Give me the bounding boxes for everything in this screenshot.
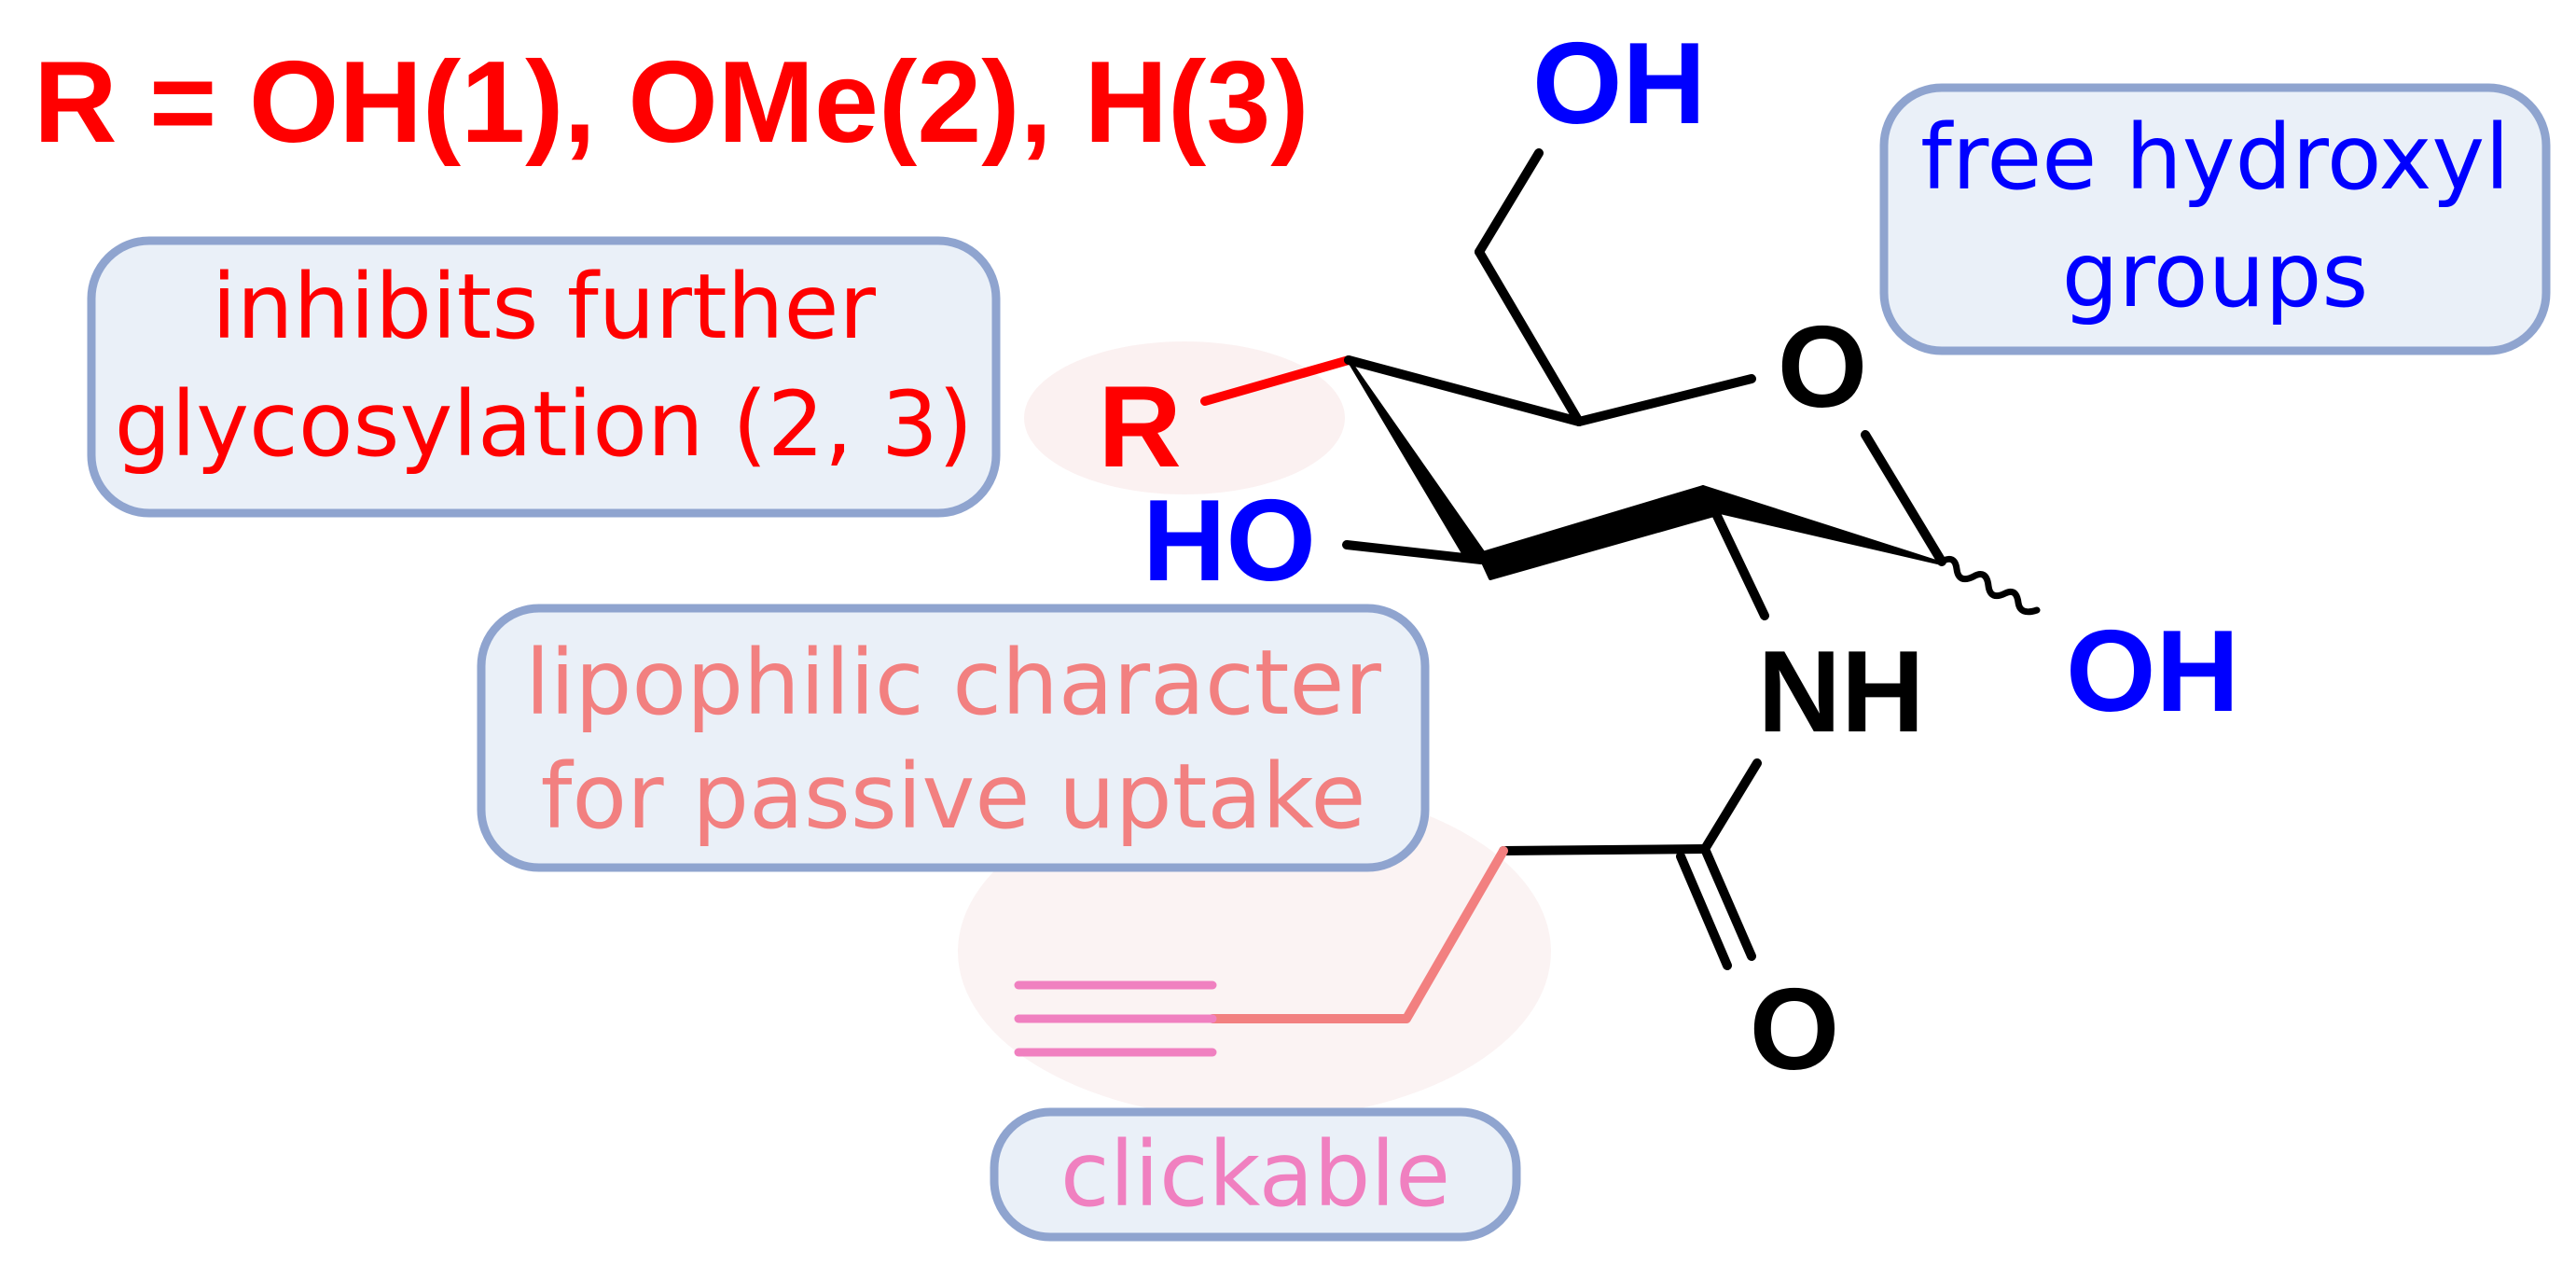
annotation-glycosylation: inhibits further glycosylation (2, 3) bbox=[87, 236, 1001, 518]
annotation-box bbox=[477, 604, 1430, 872]
annotation-box bbox=[1879, 83, 2551, 355]
annotation-line-1: free hydroxyl bbox=[1920, 105, 2510, 210]
atom-amide-nitrogen: NH bbox=[1757, 628, 1924, 757]
annotation-line-2: groups bbox=[2062, 223, 2369, 327]
bond-c6-oh bbox=[1475, 148, 1544, 257]
bond-c4-r bbox=[1200, 355, 1353, 406]
bond-c5-c6 bbox=[1475, 247, 1584, 426]
bond-o5-c1 bbox=[1861, 430, 1946, 566]
bond-carbonyl-ch2 bbox=[1499, 844, 1710, 855]
atom-c6-hydroxyl: OH bbox=[1532, 20, 1706, 148]
atom-carbonyl-oxygen: O bbox=[1750, 966, 1839, 1094]
wedge-c2-c1 bbox=[1701, 485, 1944, 565]
annotation-lipophilic: lipophilic character for passive uptake bbox=[477, 604, 1430, 872]
bond-c2-n bbox=[1704, 494, 1769, 620]
wedge-c3-c2 bbox=[1477, 485, 1716, 580]
bond-co-double-2 bbox=[1676, 852, 1732, 970]
annotation-hydroxyl: free hydroxyl groups bbox=[1879, 83, 2551, 355]
alkyl-chain bbox=[1208, 846, 1508, 1023]
atom-c3-hydroxyl: HO bbox=[1143, 477, 1316, 605]
annotation-line-2: glycosylation (2, 3) bbox=[115, 372, 974, 477]
atom-ring-oxygen: O bbox=[1778, 303, 1867, 432]
annotation-box bbox=[87, 236, 1001, 518]
bond-c4-c5 bbox=[1344, 355, 1584, 426]
annotation-line-1: inhibits further bbox=[212, 255, 876, 359]
atom-r-group: R bbox=[1098, 363, 1182, 492]
annotation-clickable: clickable bbox=[990, 1107, 1521, 1242]
r-group-definition: R = OH(1), OMe(2), H(3) bbox=[34, 38, 1309, 167]
annotation-line-1: clickable bbox=[1060, 1122, 1450, 1227]
annotation-line-2: for passive uptake bbox=[541, 744, 1366, 849]
bond-co-double-1 bbox=[1700, 844, 1756, 961]
molecule-bonds bbox=[1014, 148, 2041, 1057]
wedge-c4-c3 bbox=[1347, 358, 1494, 567]
bond-c5-o5 bbox=[1574, 374, 1756, 426]
atom-anomeric-hydroxyl: OH bbox=[2066, 607, 2239, 736]
annotation-box bbox=[990, 1107, 1521, 1242]
annotation-line-1: lipophilic character bbox=[525, 631, 1381, 735]
bond-c3-ho bbox=[1342, 540, 1486, 564]
wavy-anomeric-bond bbox=[1938, 555, 2041, 616]
r-group-highlight bbox=[1024, 341, 1345, 494]
bond-n-carbonyl bbox=[1700, 758, 1762, 854]
